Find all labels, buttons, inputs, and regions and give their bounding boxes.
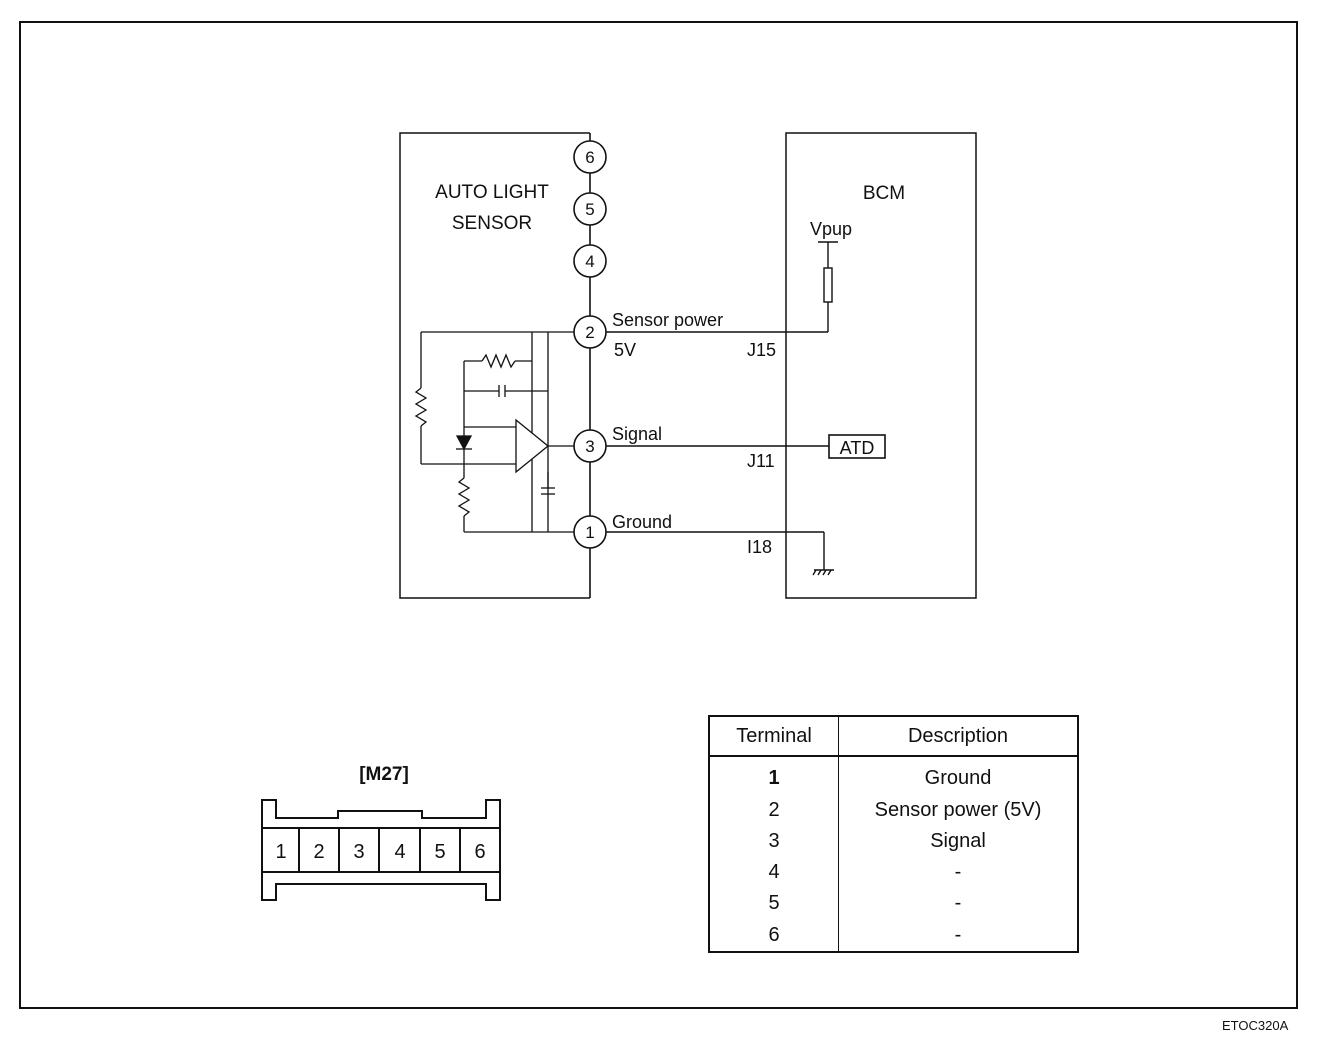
pin-2-label: 2 (585, 323, 594, 342)
wire-5v-label: 5V (614, 340, 636, 360)
header-description: Description (838, 716, 1078, 757)
wire-sensor-power-label: Sensor power (612, 310, 723, 330)
connector-pin-2: 2 (313, 841, 324, 863)
pin-6-circle (573, 140, 607, 174)
pullup-resistor (786, 241, 838, 333)
connector-m27 (261, 799, 501, 901)
terminal-cell: 1 (709, 756, 839, 795)
connector-id: [M27] (359, 764, 409, 785)
outer-frame (19, 21, 1298, 1009)
description-cell: - (954, 892, 962, 915)
pin-3-label: 3 (585, 437, 594, 456)
wire-ground-label: Ground (612, 512, 672, 532)
terminal-table: Terminal Description 1 Ground 2 Sensor p… (708, 715, 1079, 953)
table-row: 1 Ground (709, 756, 1078, 795)
description-cell: Signal (930, 829, 986, 852)
terminal-cell: 5 (709, 888, 839, 920)
pin-1-label: 1 (585, 523, 594, 542)
ground-symbol (786, 531, 834, 576)
terminal-cell: 6 (709, 919, 839, 952)
sensor-pins (573, 140, 607, 549)
bcm-title: BCM (863, 183, 905, 204)
sensor-title-line1: AUTO LIGHT (435, 182, 549, 203)
atd-label: ATD (840, 438, 875, 458)
pin-4-circle (573, 244, 607, 278)
terminal-cell: 2 (709, 794, 839, 826)
table-header-row: Terminal Description (709, 716, 1078, 757)
bcm-box (785, 132, 977, 599)
sensor-internal-circuit (414, 331, 574, 533)
description-cell: Ground (924, 767, 992, 790)
sensor-title-line2: SENSOR (452, 213, 532, 234)
connector-pin-1: 1 (275, 841, 286, 863)
figure-code: ETOC320A (1222, 1018, 1289, 1033)
terminal-cell: 3 (709, 825, 839, 858)
table-row: 6 - (709, 919, 1078, 952)
description-cell: - (954, 923, 962, 946)
terminal-cell: 4 (709, 857, 839, 889)
pin-6-label: 6 (585, 148, 594, 167)
description-cell: - (954, 861, 962, 884)
pin-5-label: 5 (585, 200, 594, 219)
table-row: 3 Signal (709, 825, 1078, 858)
sensor-box (399, 132, 590, 599)
pin-5-circle (573, 192, 607, 226)
table-row: 4 - (709, 857, 1078, 889)
connector-pin-5: 5 (434, 841, 445, 863)
connector-pin-3: 3 (353, 841, 364, 863)
connector-pin-4: 4 (394, 841, 405, 863)
harness-wires (606, 331, 786, 533)
atd-box (828, 434, 886, 459)
wire-signal-label: Signal (612, 424, 662, 444)
description-cell: Sensor power (5V) (874, 798, 1042, 821)
pin-4-label: 4 (585, 252, 594, 271)
connector-pin-6: 6 (474, 841, 485, 863)
bcm-pin-j15: J15 (747, 340, 776, 360)
vpup-label: Vpup (810, 219, 852, 239)
bcm-pin-i18: I18 (747, 537, 772, 557)
table-row: 2 Sensor power (5V) (709, 794, 1078, 826)
header-terminal: Terminal (709, 716, 839, 757)
table-row: 5 - (709, 888, 1078, 920)
bcm-pin-j11: J11 (747, 451, 775, 471)
